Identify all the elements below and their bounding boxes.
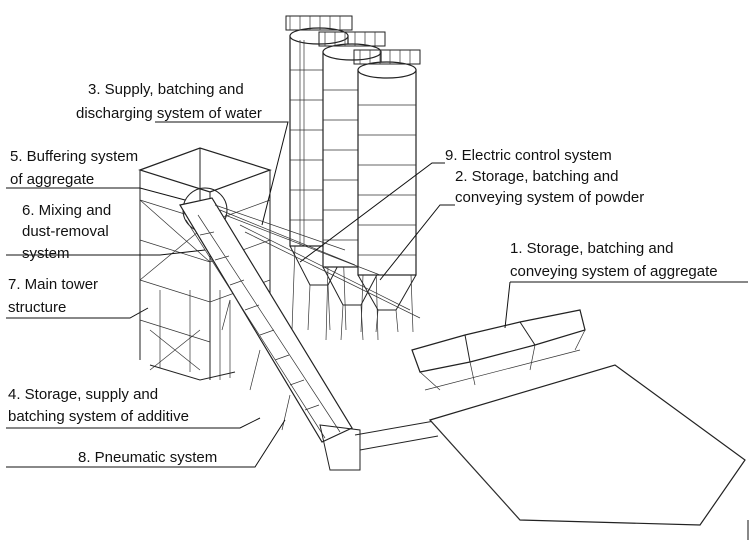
label-2-line2: conveying system of powder <box>455 189 644 206</box>
label-5-line2: of aggregate <box>10 171 94 188</box>
label-4-line2: batching system of additive <box>8 408 189 425</box>
label-6-line2: dust-removal <box>22 223 109 240</box>
label-2-line1: 2. Storage, batching and <box>455 168 618 185</box>
label-7-line2: structure <box>8 299 66 316</box>
label-9: 9. Electric control system <box>445 147 612 164</box>
belt-conveyor <box>179 197 441 471</box>
component-labels: 3. Supply, batching and discharging syst… <box>8 81 718 466</box>
label-1-line1: 1. Storage, batching and <box>510 240 673 257</box>
aggregate-bins <box>411 309 746 526</box>
screw-conveyors <box>214 204 421 319</box>
label-6-line1: 6. Mixing and <box>22 202 111 219</box>
leader-lines <box>6 121 749 540</box>
label-7-line1: 7. Main tower <box>8 276 98 293</box>
label-3-line2: discharging system of water <box>76 105 262 122</box>
cement-silos <box>285 15 421 341</box>
label-4-line1: 4. Storage, supply and <box>8 386 158 403</box>
label-3-line1: 3. Supply, batching and <box>88 81 244 98</box>
label-1-line2: conveying system of aggregate <box>510 263 718 280</box>
label-8: 8. Pneumatic system <box>78 449 217 466</box>
label-6-line3: system <box>22 245 70 262</box>
label-5-line1: 5. Buffering system <box>10 148 138 165</box>
